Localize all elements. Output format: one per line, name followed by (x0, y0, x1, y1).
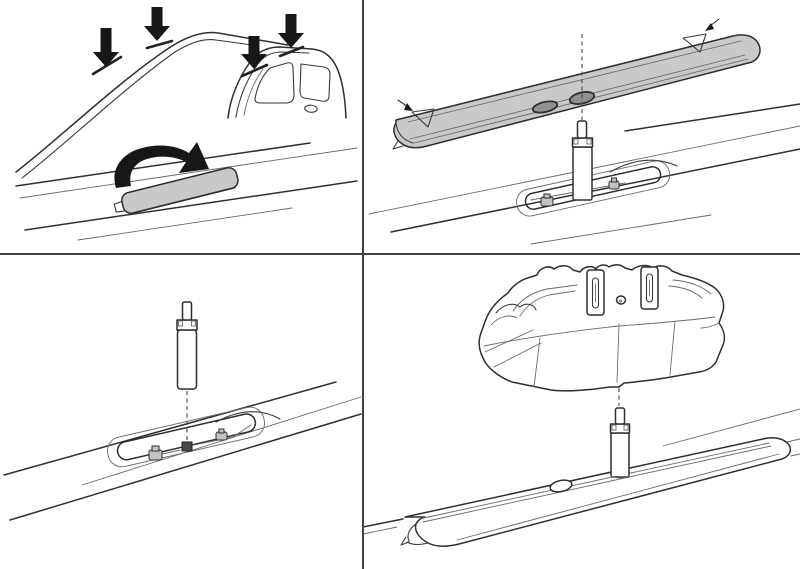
fixpoint-arrow-3 (241, 36, 267, 69)
fixpoint-bolts (148, 428, 228, 461)
slotted-tab (640, 266, 659, 310)
flip-arrow (114, 142, 209, 188)
threaded-stud (571, 120, 594, 201)
fixpoint-arrow-4 (278, 14, 304, 48)
fixpoint-arrow-2 (144, 7, 170, 41)
marker-arrow-left (397, 99, 413, 111)
fixpoint-cover (113, 167, 239, 215)
panel-step-4 (363, 264, 800, 547)
cover-plate (400, 437, 792, 547)
oval-hole (549, 479, 573, 493)
threaded-stud (609, 407, 631, 479)
panel-step-1 (15, 7, 358, 241)
fixpoint-arrow-1 (93, 28, 119, 67)
roof-surface-lines (368, 103, 800, 245)
panel-step-3 (3, 301, 362, 521)
fixpoint-marks (91, 39, 305, 78)
panel-step-2 (368, 18, 800, 245)
oval-hole (531, 100, 559, 114)
cover-plate (392, 33, 761, 150)
panel-divider-horizontal (0, 253, 800, 255)
roof-rail-lines (15, 142, 358, 241)
fixpoint-bolts (540, 177, 620, 207)
fixpoint-slot (107, 406, 281, 468)
slotted-tab (586, 269, 605, 316)
triangle-marker-right (682, 33, 707, 53)
roof-surface-lines (3, 381, 362, 521)
side-window (299, 63, 331, 102)
threaded-stud (176, 301, 198, 390)
rack-foot (478, 264, 726, 392)
triangle-marker-left (411, 108, 435, 128)
marker-arrow-right (705, 18, 720, 31)
fixpoint-nut (181, 441, 193, 452)
rear-window (254, 62, 295, 104)
roof-surface-lines (363, 408, 800, 535)
panel-divider-vertical (362, 0, 364, 569)
vehicle-roofline (15, 31, 289, 179)
